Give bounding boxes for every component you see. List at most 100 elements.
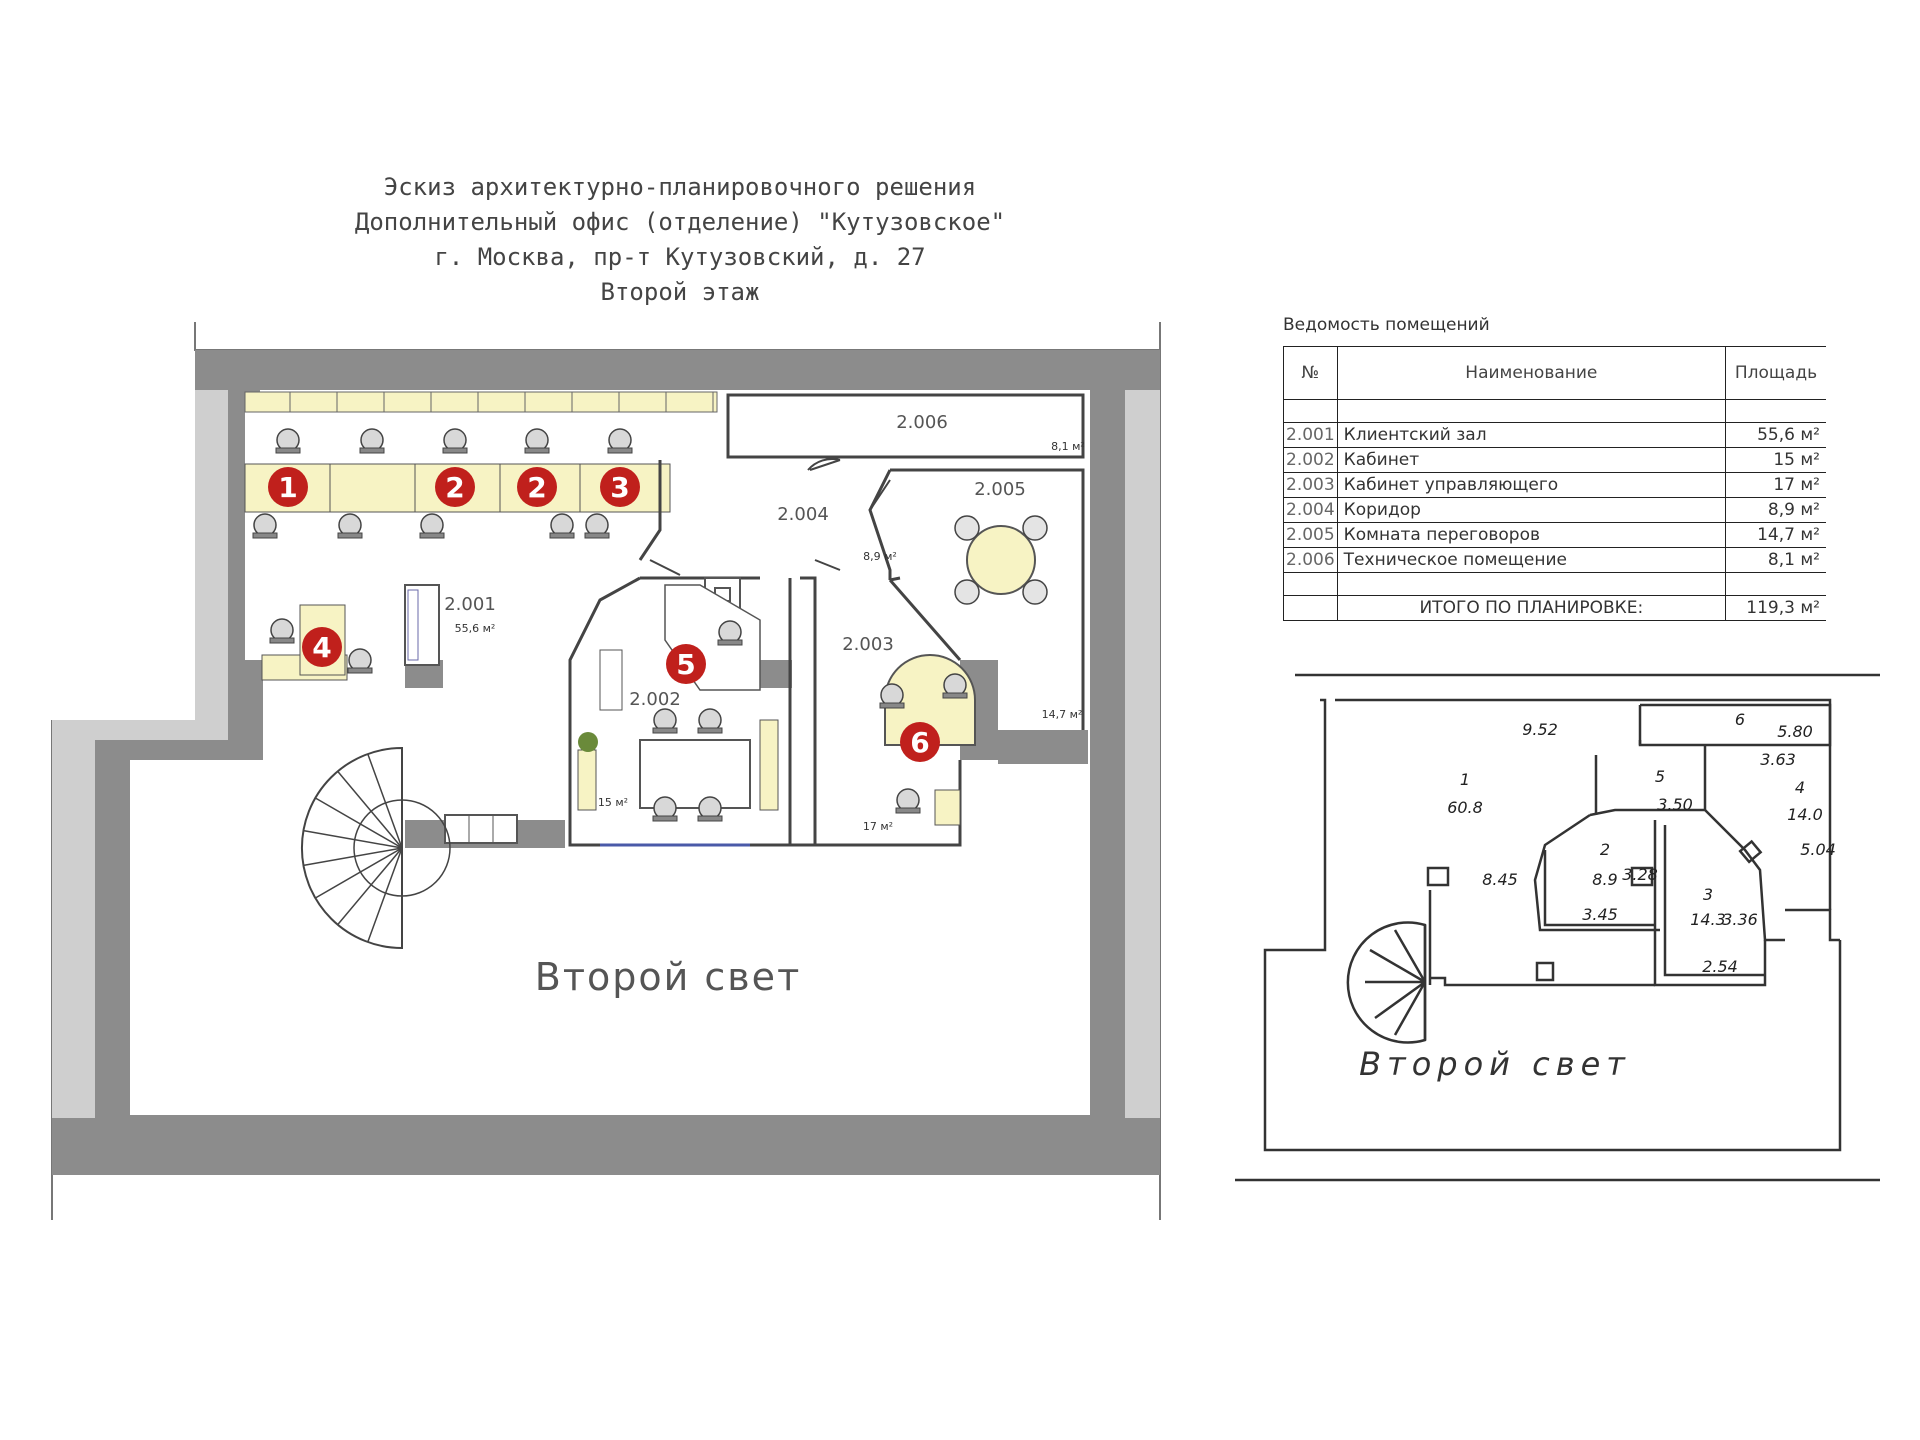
sketch-dimension: 14.0: [1787, 805, 1823, 824]
sideboard: [759, 719, 779, 811]
stair-tread: [337, 770, 403, 849]
cabinet: [599, 649, 623, 711]
chair-icon: [549, 513, 575, 539]
chair-icon: [954, 579, 980, 605]
chair-icon: [584, 513, 610, 539]
chair-icon: [442, 428, 468, 454]
sketch-dimension: 5: [1655, 767, 1665, 786]
stair-tread: [367, 753, 403, 849]
workstation-marker: 2: [435, 467, 475, 507]
row-area: 17 м²: [1725, 472, 1826, 498]
chair-icon: [275, 428, 301, 454]
workstation-marker: 1: [268, 467, 308, 507]
svg-text:4: 4: [312, 631, 331, 664]
second-light-label: Второй свет: [535, 955, 801, 999]
total-label: ИТОГО ПО ПЛАНИРОВКЕ:: [1336, 595, 1727, 621]
room-area: 17 м²: [863, 820, 893, 833]
chair-icon: [697, 708, 723, 734]
svg-text:5: 5: [676, 648, 695, 681]
sketch-dimension: 2: [1600, 840, 1610, 859]
table-header-row: № Наименование Площадь: [1283, 346, 1826, 400]
row-num: 2.006: [1283, 547, 1338, 573]
stair-tread: [303, 847, 403, 867]
wall-finish: [52, 390, 228, 1118]
sketch-dimension: 3.28: [1622, 865, 1658, 884]
meeting-chairs: [954, 515, 1048, 605]
title-line: Второй этаж: [600, 278, 760, 306]
desk-dividers: [329, 464, 581, 512]
room-code: 2.002: [629, 689, 681, 710]
chairs: [252, 428, 968, 822]
sketch-dimension: 14.3: [1690, 910, 1726, 929]
room-schedule-table: № Наименование Площадь 2.001 Клиентский …: [1283, 346, 1826, 621]
chair-icon: [269, 618, 295, 644]
sketch-lines: [1235, 673, 1880, 1182]
svg-text:2: 2: [527, 471, 546, 504]
sketch-dimension: 5.04: [1800, 840, 1836, 859]
stair-tread: [337, 847, 403, 926]
room-area: 15 м²: [598, 796, 628, 809]
sketch-dimension: 60.8: [1447, 798, 1483, 817]
chair-icon: [337, 513, 363, 539]
stair-tread: [367, 847, 403, 943]
header-num: №: [1283, 346, 1338, 400]
sketch-dimension: 5.80: [1777, 722, 1813, 741]
chair-icon: [607, 428, 633, 454]
room-area: 8,9 м²: [863, 550, 897, 563]
wall: [998, 730, 1088, 764]
table-row: 2.001 Клиентский зал 55,6 м²: [1283, 422, 1826, 448]
row-area: 55,6 м²: [1725, 422, 1826, 448]
sketch-dimension: 8.9: [1592, 870, 1617, 889]
sketch-second-light-label: Второй свет: [1359, 1045, 1631, 1083]
sketch-dimension: 1: [1460, 770, 1470, 789]
drawing-title: Эскиз архитектурно-планировочного решени…: [280, 170, 1080, 310]
room-area: 14,7 м²: [1042, 708, 1083, 721]
office-desk: [639, 739, 751, 809]
row-area: 14,7 м²: [1725, 522, 1826, 548]
chair-icon: [652, 708, 678, 734]
row-name: Техническое помещение: [1336, 547, 1727, 573]
title-line: г. Москва, пр-т Кутузовский, д. 27: [434, 243, 926, 271]
sketch-dimension: 2.54: [1702, 957, 1738, 976]
plant-icon: [578, 732, 598, 752]
room-code: 2.003: [842, 634, 894, 655]
side-cabinet: [934, 789, 961, 826]
row-name: Клиентский зал: [1336, 422, 1727, 448]
chair-icon: [524, 428, 550, 454]
room-code: 2.004: [777, 504, 829, 525]
chair-icon: [652, 796, 678, 822]
sketch-dimension: 3.36: [1722, 910, 1758, 929]
chair-icon: [1022, 515, 1048, 541]
header-name: Наименование: [1336, 346, 1727, 400]
chair-icon: [347, 648, 373, 674]
chair-icon: [419, 513, 445, 539]
meeting-table: [966, 525, 1036, 595]
stair-core: [353, 799, 451, 897]
table-total-row: ИТОГО ПО ПЛАНИРОВКЕ: 119,3 м²: [1283, 595, 1826, 621]
chair-icon: [879, 683, 905, 709]
counter-dividers: [289, 392, 714, 412]
svg-text:3: 3: [610, 471, 629, 504]
counter-top: [244, 391, 718, 413]
title-line: Дополнительный офис (отделение) "Кутузов…: [354, 208, 1006, 236]
row-area: 15 м²: [1725, 447, 1826, 473]
chair-icon: [717, 620, 743, 646]
workstation-marker: 4: [302, 627, 342, 667]
chair-icon: [1022, 579, 1048, 605]
room-area: 8,1 м²: [1051, 440, 1085, 453]
wall: [760, 660, 792, 688]
table-row: 2.005 Комната переговоров 14,7 м²: [1283, 522, 1826, 548]
sketch-dimension: 4: [1795, 778, 1805, 797]
chair-icon: [942, 673, 968, 699]
workstation-markers: 1 2 2 3 4 5 6: [268, 467, 940, 762]
sofa: [444, 814, 518, 844]
svg-text:6: 6: [910, 726, 929, 759]
room-code: 2.001: [444, 594, 496, 615]
door: [649, 458, 891, 576]
room-code: 2.005: [974, 479, 1026, 500]
stair-treads: [303, 748, 451, 948]
sketch-dimension: 8.45: [1482, 870, 1518, 889]
svg-text:2: 2: [445, 471, 464, 504]
